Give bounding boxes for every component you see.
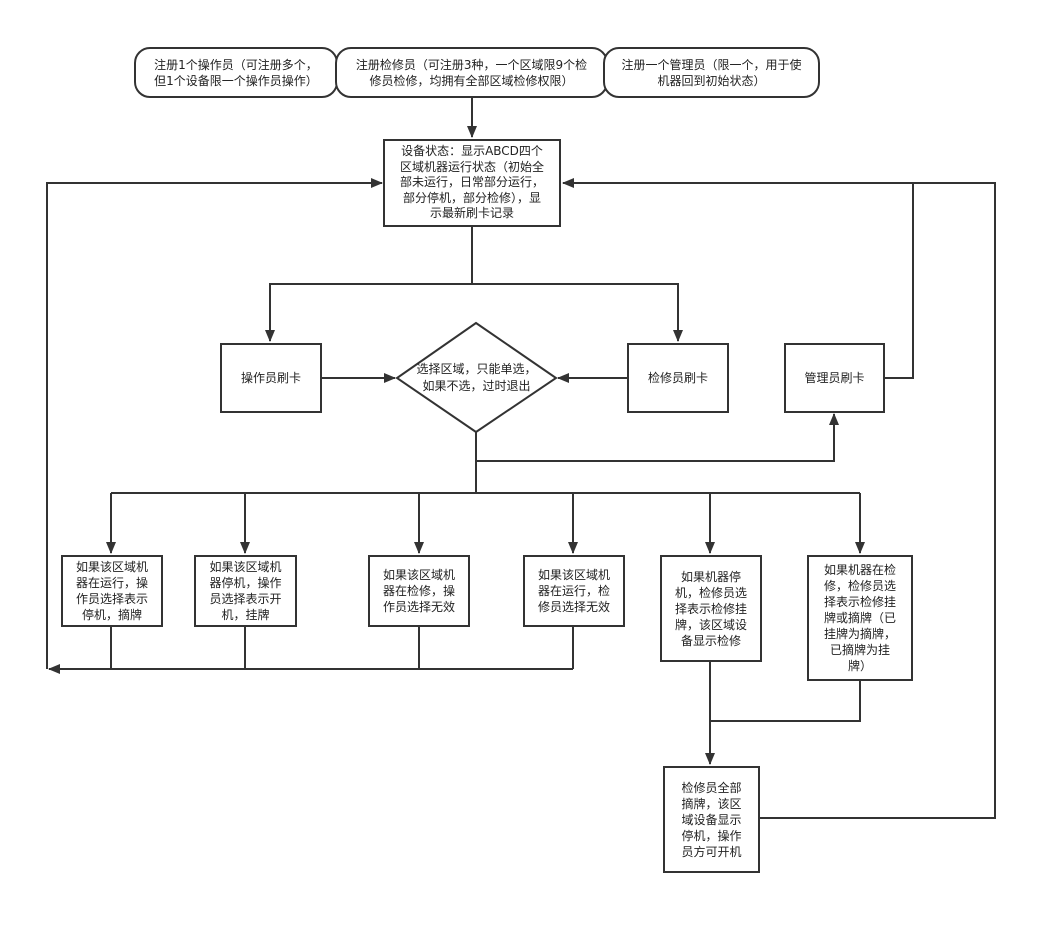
admin-swipe-node: 管理员刷卡 — [784, 343, 885, 413]
edge-status-to-operator — [265, 283, 472, 342]
edge-select-to-admin — [476, 413, 839, 462]
maintainer-swipe-node: 检修员刷卡 — [627, 343, 729, 413]
edge-removed-to-status — [562, 178, 996, 819]
edge-case6-merge — [710, 680, 861, 722]
operator-swipe-node: 操作员刷卡 — [220, 343, 322, 413]
decision-diamond — [395, 321, 558, 434]
select-region-label: 选择区域，只能单选， 如果不选，过时退出 — [416, 362, 537, 393]
register-admin-node: 注册一个管理员（限一个，用于使 机器回到初始状态） — [603, 47, 820, 98]
case-operator-invalid-node: 如果该区域机 器在检修，操 作员选择无效 — [368, 555, 470, 627]
edge-status-to-maintainer — [472, 283, 683, 342]
case-maintainer-toggle-node: 如果机器在检 修，检修员选 择表示检修挂 牌或摘牌（已 挂牌为摘牌， 已摘牌为挂… — [807, 555, 913, 681]
edge-left-loop — [46, 178, 383, 669]
all-removed-node: 检修员全部 摘牌，该区 域设备显示 停机，操作 员方可开机 — [663, 766, 760, 873]
case-operator-start-node: 如果该区域机 器停机，操作 员选择表示开 机，挂牌 — [194, 555, 297, 627]
register-maintainer-node: 注册检修员（可注册3种，一个区域限9个检 修员检修，均拥有全部区域检修权限） — [335, 47, 608, 98]
case-operator-stop-node: 如果该区域机 器在运行，操 作员选择表示 停机，摘牌 — [61, 555, 163, 627]
case-maintainer-hang-node: 如果机器停 机，检修员选 择表示检修挂 牌，该区域设 备显示检修 — [660, 555, 762, 662]
edge-admin-to-status — [884, 183, 914, 379]
device-status-node: 设备状态：显示ABCD四个 区域机器运行状态（初始全 部未运行，日常部分运行， … — [383, 139, 561, 227]
register-operator-node: 注册1个操作员（可注册多个， 但1个设备限一个操作员操作） — [134, 47, 338, 98]
case-maintainer-invalid-node: 如果该区域机 器在运行，检 修员选择无效 — [523, 555, 625, 627]
